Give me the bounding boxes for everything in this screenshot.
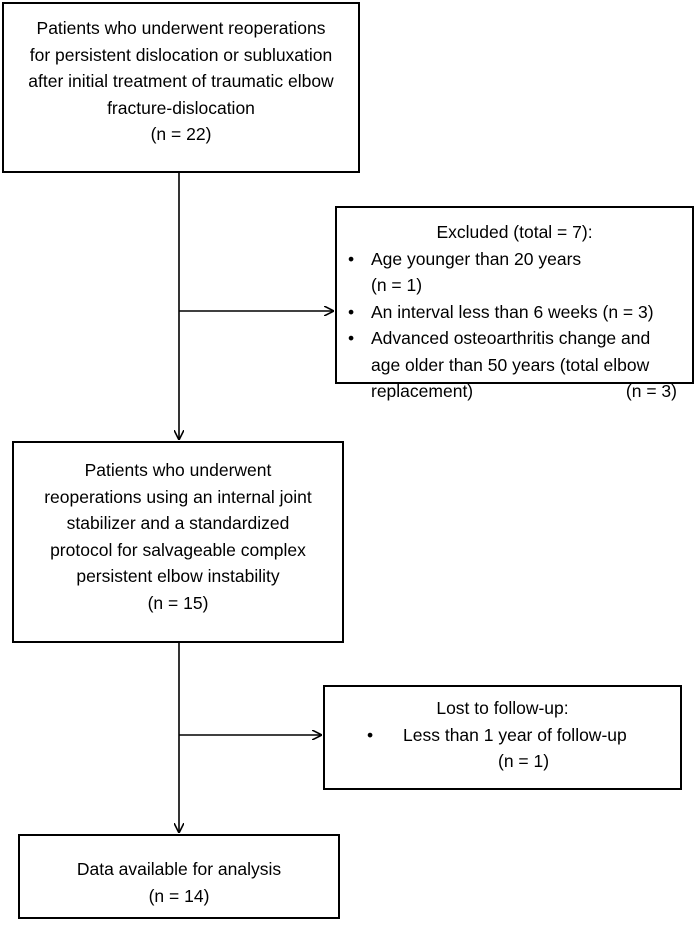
lost-item: • Less than 1 year of follow-up (n = 1) (325, 722, 680, 775)
excluded-item-osteoarthritis-line-1: Advanced osteoarthritis change and (371, 328, 651, 348)
lost-item-text: Less than 1 year of follow-up (403, 724, 627, 745)
bullet-icon: • (367, 724, 374, 745)
reoperation-line-5: persistent elbow instability (76, 566, 280, 586)
reoperation-patients-box: Patients who underwent reoperations usin… (12, 441, 344, 643)
initial-line-3: after initial treatment of traumatic elb… (28, 71, 334, 91)
bullet-icon: • (348, 328, 355, 348)
lost-to-follow-up-box: Lost to follow-up: • Less than 1 year of… (323, 685, 682, 790)
initial-line-4: fracture-dislocation (107, 97, 255, 118)
excluded-item-osteoarthritis: • Advanced osteoarthritis change and age… (337, 325, 692, 405)
excluded-title: Excluded (total = 7): (436, 222, 593, 242)
excluded-item-interval: • An interval less than 6 weeks (n = 3) (337, 299, 692, 326)
excluded-item-age-text: Age younger than 20 years (371, 248, 582, 269)
initial-count: (n = 22) (150, 124, 212, 144)
excluded-list: • Age younger than 20 years (n = 1) • An… (337, 246, 692, 405)
analysis-line-1: Data available for analysis (76, 859, 282, 879)
excluded-item-osteoarthritis-line-2: age older than 50 years (total elbow (371, 354, 650, 375)
analysis-count: (n = 14) (148, 885, 210, 906)
excluded-item-age: • Age younger than 20 years (n = 1) (337, 246, 692, 299)
reoperation-line-1: Patients who underwent (84, 460, 272, 480)
reoperation-line-4: protocol for salvageable complex (50, 539, 306, 560)
lost-title: Lost to follow-up: (436, 698, 569, 718)
excluded-item-interval-text: An interval less than 6 weeks (n = 3) (371, 301, 654, 322)
excluded-item-osteoarthritis-count: (n = 3) (625, 381, 677, 401)
bullet-icon: • (348, 248, 355, 269)
excluded-item-age-count: (n = 1) (371, 275, 423, 295)
excluded-box: Excluded (total = 7): • Age younger than… (335, 206, 694, 401)
excluded-item-osteoarthritis-line-3: replacement) (n = 3) (371, 378, 692, 405)
reoperation-line-3: stabilizer and a standardized (66, 513, 290, 533)
initial-line-1: Patients who underwent reoperations (36, 18, 326, 38)
initial-line-2: for persistent dislocation or subluxatio… (29, 44, 333, 65)
excluded-item-osteoarthritis-text-end: replacement) (371, 381, 474, 401)
reoperation-count: (n = 15) (147, 592, 209, 613)
analysis-box: Data available for analysis (n = 14) (18, 834, 340, 919)
lost-item-count: (n = 1) (498, 751, 550, 771)
reoperation-line-2: reoperations using an internal joint (44, 486, 312, 507)
initial-patients-box: Patients who underwent reoperations for … (2, 2, 360, 173)
bullet-icon: • (348, 301, 355, 322)
